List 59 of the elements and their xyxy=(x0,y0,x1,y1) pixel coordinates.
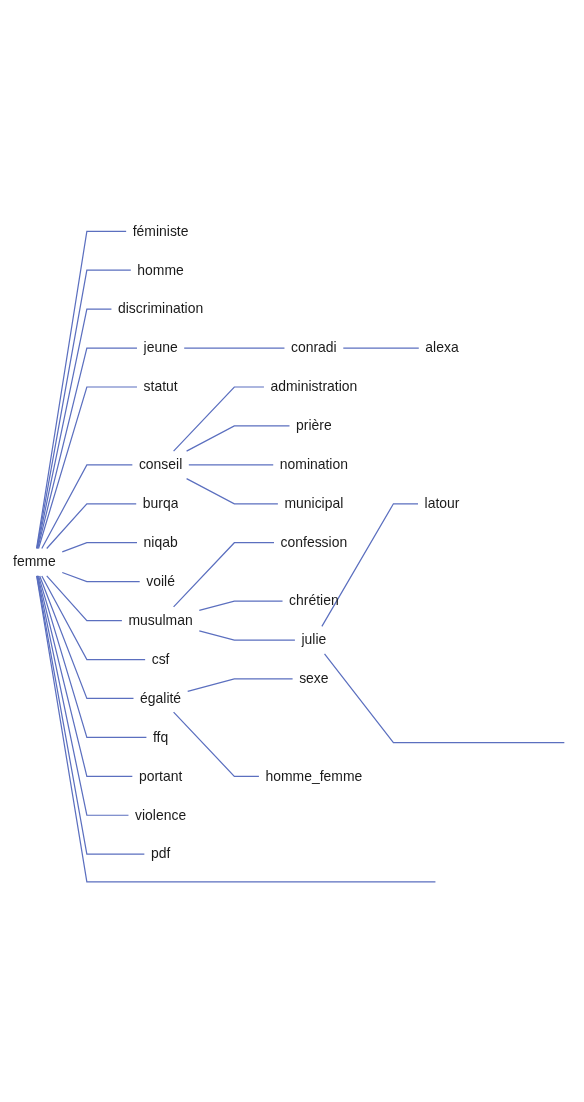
node-text: féministe xyxy=(132,222,189,239)
connector xyxy=(36,574,145,855)
node-text: ffq xyxy=(152,729,169,745)
connector xyxy=(172,386,265,452)
connector xyxy=(41,463,133,549)
node-text: jeune xyxy=(143,339,178,356)
connector xyxy=(35,230,127,549)
connector xyxy=(36,308,113,549)
connector xyxy=(37,386,138,549)
node-text: administration xyxy=(270,378,358,395)
connector xyxy=(36,574,437,883)
node-text: pdf xyxy=(150,845,171,862)
connector xyxy=(46,502,137,549)
connector xyxy=(198,600,284,611)
connector xyxy=(61,541,138,553)
connector xyxy=(37,574,133,777)
connector xyxy=(172,711,260,777)
node-text: chrétien xyxy=(289,592,339,609)
connector xyxy=(172,541,275,608)
node-text: latour xyxy=(424,495,460,512)
connector xyxy=(342,347,420,349)
node-text: julie xyxy=(301,631,327,648)
connector xyxy=(37,347,138,549)
node-text: homme xyxy=(137,261,184,278)
node-text: conseil xyxy=(138,456,183,473)
node-text: csf xyxy=(151,651,170,667)
connector xyxy=(39,574,135,699)
node-text: femme xyxy=(13,553,56,570)
node-text: sexe xyxy=(299,670,329,687)
connector xyxy=(198,629,296,641)
node-text: alexa xyxy=(425,339,459,356)
node-text: confession xyxy=(280,534,348,550)
node-text: conradi xyxy=(291,339,337,356)
connector xyxy=(36,269,132,549)
connector xyxy=(46,574,123,621)
node-text: niqab xyxy=(143,534,178,550)
connector xyxy=(323,652,565,743)
node-text: municipal xyxy=(284,495,344,512)
connector xyxy=(183,347,286,349)
node-text: voilé xyxy=(146,573,175,589)
node-text: statut xyxy=(143,378,178,395)
node-text: musulman xyxy=(128,612,193,628)
node-text: égalité xyxy=(140,690,182,706)
connector xyxy=(188,463,274,466)
connector xyxy=(187,678,294,692)
node-text: nomination xyxy=(279,456,348,473)
node-text: violence xyxy=(135,806,187,823)
node-text: discrimination xyxy=(118,300,204,317)
connector xyxy=(61,571,141,582)
connector xyxy=(185,424,291,452)
connector xyxy=(37,574,148,738)
node-text: portant xyxy=(138,767,183,784)
node-text: homme_femme xyxy=(265,767,363,784)
node-text: burqa xyxy=(142,495,179,512)
connector xyxy=(36,574,130,816)
connector xyxy=(321,502,419,627)
node-text: prière xyxy=(296,417,332,434)
connector xyxy=(41,574,146,660)
connector xyxy=(185,477,279,505)
